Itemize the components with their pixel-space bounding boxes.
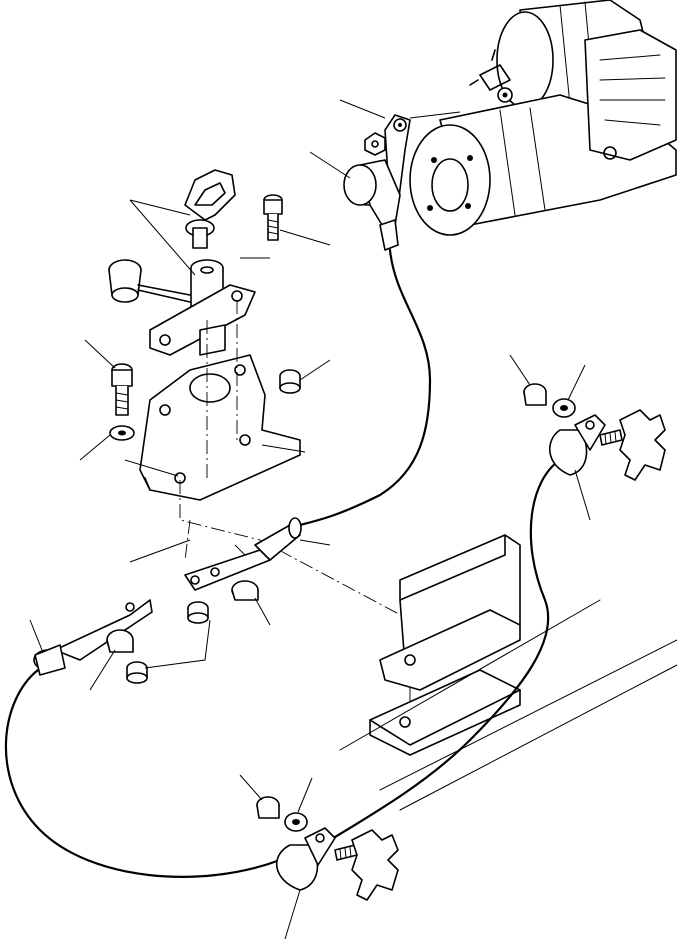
bracket-icon — [139, 354, 301, 501]
key-switch-icon — [149, 169, 256, 356]
washer-icon — [109, 425, 135, 441]
nut-icon — [279, 369, 301, 394]
nut-icon — [126, 661, 148, 684]
callout-leaders — [29, 99, 591, 939]
bolt-icon — [599, 429, 623, 446]
washer-icon — [284, 812, 308, 832]
terminal-cap-icon — [343, 159, 401, 251]
nut-icon — [256, 796, 280, 819]
nut-icon — [523, 383, 547, 406]
frame-section-icon — [619, 409, 666, 481]
frame-bracket-icon — [369, 534, 521, 756]
bolt-icon — [263, 194, 283, 241]
cable-lug-icon — [184, 517, 302, 601]
p-clamp-icon — [275, 827, 336, 891]
bolt-icon — [111, 363, 133, 416]
ground-cable — [328, 458, 562, 842]
nut-icon — [187, 601, 209, 624]
washer-icon — [552, 398, 576, 418]
dust-cap-icon — [108, 259, 191, 303]
p-clamp-icon — [548, 414, 606, 476]
cable-lug-icon — [33, 599, 153, 676]
alignment-lines — [179, 300, 411, 720]
frame-section-icon — [351, 829, 399, 901]
switch-cable — [4, 668, 282, 878]
battery-cable — [298, 248, 432, 527]
starter-motor-icon — [409, 0, 677, 236]
machine-frame — [339, 599, 677, 811]
nut-icon — [364, 132, 386, 156]
